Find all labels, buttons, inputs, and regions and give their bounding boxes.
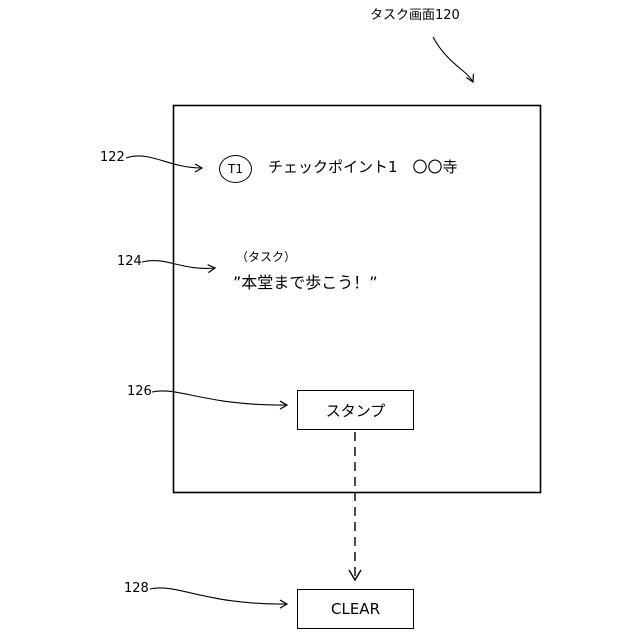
reference-number-128: 128 [124,582,149,595]
task-heading: （タスク） [236,251,296,263]
leader-line-126 [152,391,287,405]
reference-number-124: 124 [117,255,142,268]
stamp-button-label: スタンプ [326,400,386,421]
task-description: ”本堂まで歩こう！” [233,275,378,291]
checkpoint-name: チェックポイント1 〇〇寺 [268,160,458,175]
clear-button-label: CLEAR [331,600,380,618]
screen-leader-arrow [433,37,473,82]
stamp-button[interactable]: スタンプ [297,390,414,430]
leader-line-128 [150,588,287,604]
clear-button[interactable]: CLEAR [297,589,414,629]
checkpoint-id-label: T1 [228,163,243,175]
reference-number-122: 122 [100,151,125,164]
leader-line-124 [142,261,215,269]
leader-line-122 [126,156,202,168]
reference-number-126: 126 [127,385,152,398]
checkpoint-id-badge: T1 [219,155,252,183]
task-screen-title: タスク画面120 [370,9,460,22]
